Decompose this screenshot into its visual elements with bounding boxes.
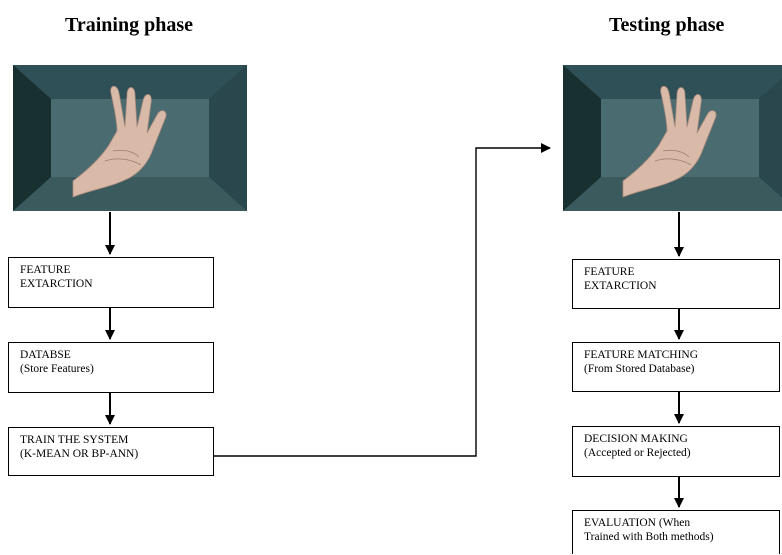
training-database-box: DATABSE (Store Features): [8, 342, 214, 393]
step-subtitle: (Store Features): [20, 363, 94, 375]
step-subtitle: (K-MEAN OR BP-ANN): [20, 448, 139, 460]
step-title: DATABSE: [20, 349, 71, 361]
step-title: FEATURE: [584, 266, 635, 278]
testing-phase-heading: Testing phase: [609, 14, 725, 36]
training-feature-extraction-box: FEATURE EXTARCTION: [8, 257, 214, 308]
step-subtitle: Trained with Both methods): [584, 531, 714, 543]
step-title: FEATURE MATCHING: [584, 349, 699, 361]
testing-evaluation-box: EVALUATION (When Trained with Both metho…: [572, 510, 780, 554]
training-phase-heading: Training phase: [65, 14, 193, 36]
hand-photo-testing: [563, 65, 782, 211]
step-subtitle: (Accepted or Rejected): [584, 447, 691, 459]
step-title: FEATURE: [20, 264, 71, 276]
step-subtitle: EXTARCTION: [20, 278, 93, 290]
testing-feature-matching-box: FEATURE MATCHING (From Stored Database): [572, 342, 780, 392]
arrow-train-to-testing-image: [214, 143, 551, 457]
hand-photo-training: [13, 65, 247, 211]
step-title: EVALUATION (When: [584, 517, 691, 529]
testing-decision-making-box: DECISION MAKING (Accepted or Rejected): [572, 426, 780, 477]
step-title: TRAIN THE SYSTEM: [20, 434, 129, 446]
testing-feature-extraction-box: FEATURE EXTARCTION: [572, 259, 780, 309]
step-subtitle: (From Stored Database): [584, 363, 695, 375]
testing-hand-image: [563, 65, 782, 211]
training-hand-image: [13, 65, 247, 211]
training-train-system-box: TRAIN THE SYSTEM (K-MEAN OR BP-ANN): [8, 427, 214, 476]
step-subtitle: EXTARCTION: [584, 280, 657, 292]
step-title: DECISION MAKING: [584, 433, 688, 445]
